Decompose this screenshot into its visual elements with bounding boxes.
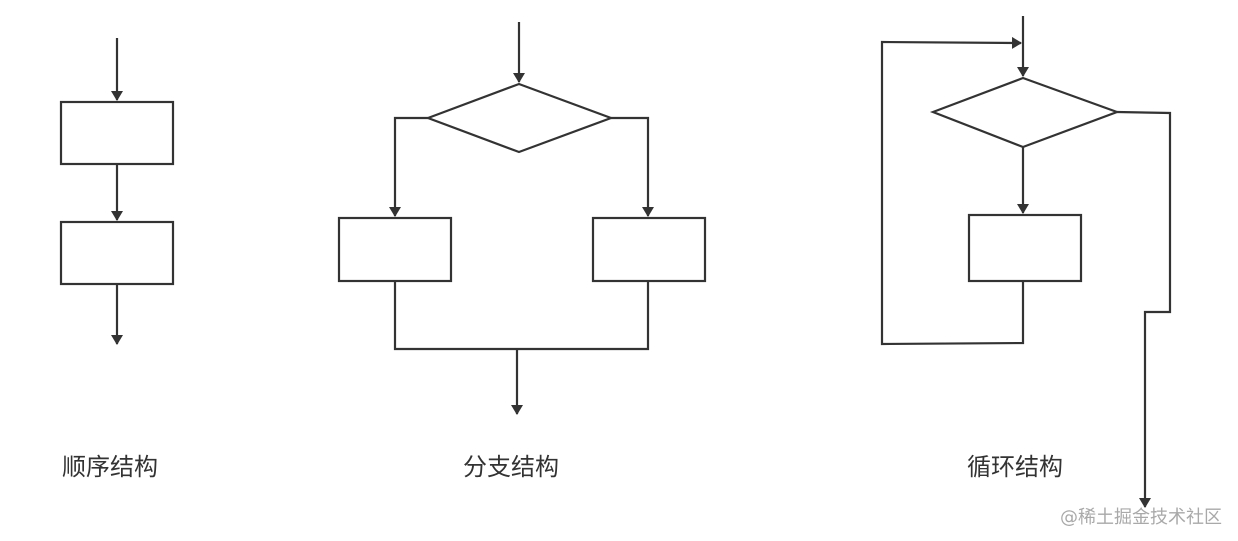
branch-structure (337, 22, 707, 415)
branch-left-arrow (389, 116, 428, 217)
loop-return-arrow (880, 36, 1025, 346)
branch-caption: 分支结构 (463, 453, 559, 481)
sequence-caption: 顺序结构 (62, 453, 158, 481)
watermark-text: @稀土掘金技术社区 (1060, 507, 1222, 528)
branch-decision-diamond (424, 82, 615, 154)
loop-decision-diamond (929, 76, 1121, 149)
loop-caption: 循环结构 (967, 453, 1063, 481)
branch-process-box-left (337, 216, 453, 283)
sequence-process-box-1 (59, 100, 175, 166)
sequence-process-box-2 (59, 220, 175, 286)
branch-merge-line (393, 281, 650, 351)
branch-right-arrow (611, 116, 654, 217)
loop-structure (880, 16, 1172, 508)
loop-exit-arrow (1116, 110, 1172, 508)
branch-process-box-right (591, 216, 707, 283)
sequence-structure (59, 38, 175, 345)
loop-process-box (967, 213, 1083, 283)
